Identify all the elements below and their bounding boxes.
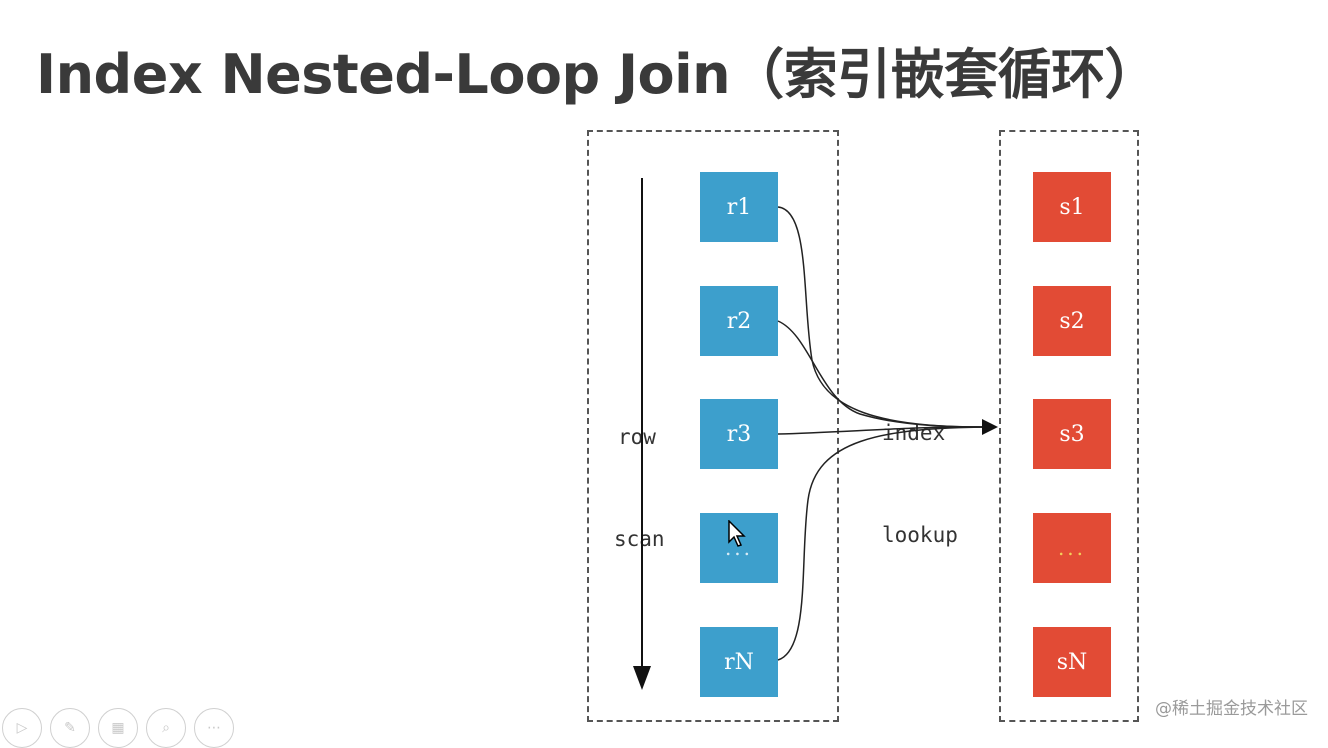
outer-table-container [587, 130, 839, 722]
row-scan-line-1: row [618, 425, 656, 449]
outer-row-r1: r1 [700, 172, 778, 242]
more-icon[interactable]: ⋯ [194, 708, 234, 748]
outer-row-label: r2 [726, 308, 752, 334]
play-icon[interactable]: ▷ [2, 708, 42, 748]
zoom-icon[interactable]: ⌕ [146, 708, 186, 748]
inner-row-label: ... [1057, 536, 1087, 560]
link-r1 [777, 206, 991, 428]
watermark: @稀土掘金技术社区 [1155, 699, 1308, 719]
inner-row-label: sN [1056, 649, 1088, 675]
inner-row-s2: s2 [1033, 286, 1111, 356]
outer-row-r3: r3 [700, 399, 778, 469]
row-scan-label: row scan [614, 352, 665, 590]
outer-row-label: rN [724, 649, 754, 675]
inner-row-s3: s3 [1033, 399, 1111, 469]
inner-row-label: s3 [1059, 421, 1085, 447]
index-lookup-line-2: lookup [882, 523, 958, 547]
inner-row-label: s1 [1059, 194, 1085, 220]
link-rN [777, 426, 991, 661]
mouse-cursor-icon [728, 520, 746, 547]
slides-icon[interactable]: ▦ [98, 708, 138, 748]
inner-row-sN: sN [1033, 627, 1111, 697]
row-scan-line-2: scan [614, 527, 665, 551]
inner-row-ellipsis: ... [1033, 513, 1111, 583]
inner-row-s1: s1 [1033, 172, 1111, 242]
lookup-arrowhead [982, 419, 998, 435]
inner-row-label: s2 [1059, 308, 1085, 334]
pen-icon[interactable]: ✎ [50, 708, 90, 748]
link-r2 [777, 320, 991, 428]
slide-title: Index Nested-Loop Join（索引嵌套循环） [36, 43, 1159, 106]
outer-row-rN: rN [700, 627, 778, 697]
inner-table-container [999, 130, 1139, 722]
outer-row-label: r1 [726, 194, 752, 220]
slide-toolbar: ▷ ✎ ▦ ⌕ ⋯ [2, 708, 234, 748]
outer-row-label: r3 [726, 421, 752, 447]
outer-row-r2: r2 [700, 286, 778, 356]
row-scan-arrowhead [633, 666, 651, 690]
outer-row-ellipsis: ... [700, 513, 778, 583]
